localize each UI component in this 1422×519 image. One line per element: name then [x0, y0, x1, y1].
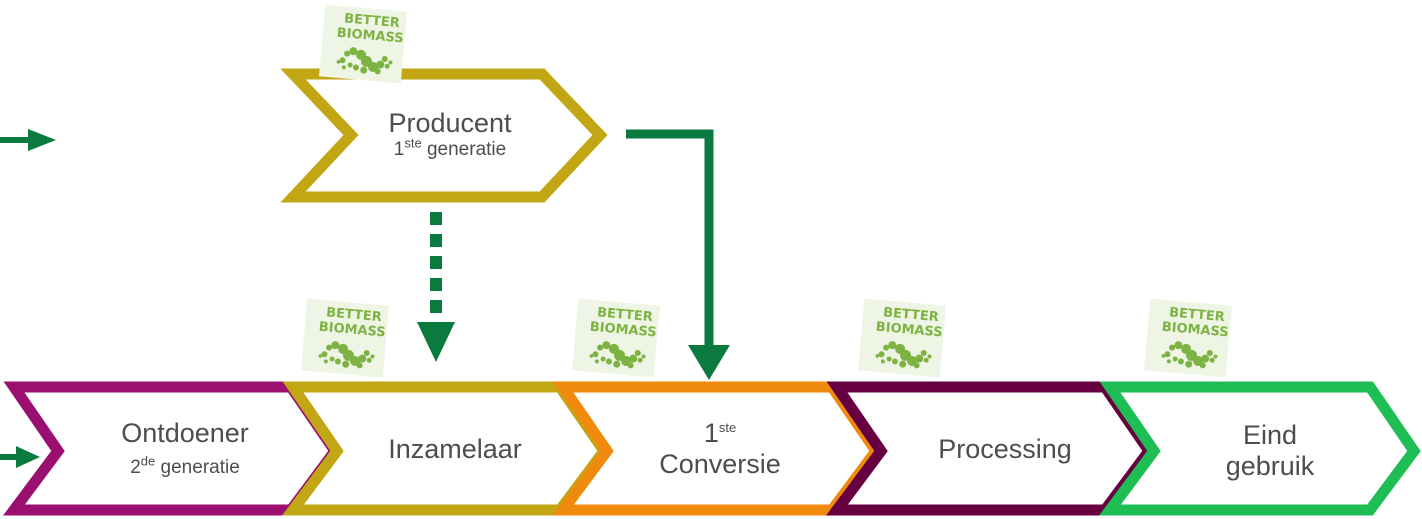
processing-label: Processing: [938, 434, 1072, 464]
dotted-arrow-producent-inzamelaar: [417, 212, 455, 362]
ontdoener-ordinal-sup: de: [140, 453, 156, 469]
elbow-arrow-producent-conversie: [626, 129, 730, 380]
logo-text-line1: BETTER: [1168, 305, 1225, 325]
ontdoener-label: Ontdoener 2de generatie: [85, 418, 285, 479]
producent-title: Producent: [388, 108, 512, 138]
producent-label: Producent 1ste generatie: [350, 108, 550, 161]
logo-text-line2: BIOMASS: [875, 320, 943, 341]
ontdoener-generation: generatie: [160, 457, 240, 479]
dotted-circle-icon: [875, 341, 932, 369]
logo-text-line1: BETTER: [596, 305, 653, 325]
logo-text-line1: BETTER: [343, 11, 400, 31]
logo-text-line1: BETTER: [325, 305, 382, 325]
ontdoener-subtitle: 2de generatie: [85, 453, 285, 479]
chevron-eind-gebruik: [1099, 381, 1421, 516]
dotted-circle-icon: [1161, 341, 1218, 369]
logo-text-line2: BIOMASS: [318, 320, 386, 341]
logo-text-line2: BIOMASS: [1161, 320, 1229, 341]
conversie-label: 1ste Conversie: [640, 418, 800, 480]
dotted-circle-icon: [589, 341, 646, 369]
conversie-title: Conversie: [659, 449, 781, 480]
ontdoener-title: Ontdoener: [121, 418, 249, 448]
inzamelaar-label: Inzamelaar: [388, 434, 522, 464]
dotted-circle-icon: [336, 47, 393, 75]
conversie-ordinal-sup: ste: [718, 420, 737, 435]
logo-text-line2: BIOMASS: [336, 26, 404, 47]
logo-text-line2: BIOMASS: [589, 320, 657, 341]
producent-ordinal: 1: [393, 139, 405, 161]
producent-ordinal-sup: ste: [404, 135, 422, 151]
eind-line1: Eind: [1242, 420, 1298, 450]
dotted-circle-icon: [318, 341, 375, 369]
conversie-ordinal-num: 1: [703, 418, 719, 448]
incoming-arrow-top: [0, 129, 56, 151]
logo-text-line1: BETTER: [882, 305, 939, 325]
eind-line2: gebruik: [1225, 451, 1315, 482]
producent-generation: generatie: [426, 139, 507, 161]
ontdoener-ordinal: 2: [130, 457, 141, 479]
conversie-ordinal: 1ste: [640, 418, 800, 449]
producent-subtitle: 1ste generatie: [350, 135, 550, 161]
chevron-producent: [280, 68, 608, 203]
eind-gebruik-label: Eind gebruik: [1190, 420, 1350, 482]
incoming-arrow-bottom: [0, 446, 40, 468]
